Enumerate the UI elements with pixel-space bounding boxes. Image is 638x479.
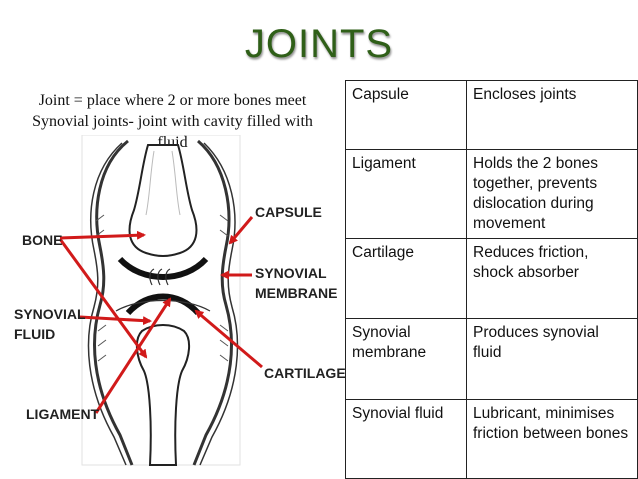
joint-parts-table: Capsule Encloses joints Ligament Holds t… xyxy=(345,80,638,479)
table-description: Lubricant, minimises friction between bo… xyxy=(466,399,638,479)
label-synovial-membrane-line1: SYNOVIAL xyxy=(255,265,327,281)
arrow-capsule xyxy=(228,216,254,245)
arrow-cartilage xyxy=(194,309,263,369)
page-title: JOINTS xyxy=(244,22,394,66)
table-description: Encloses joints xyxy=(466,80,638,150)
table-term: Cartilage xyxy=(345,238,467,319)
table-row: Synovial membrane Produces synovial flui… xyxy=(345,318,638,400)
table-term: Synovial fluid xyxy=(345,399,467,479)
table-term: Synovial membrane xyxy=(345,318,467,400)
label-synovial-fluid-line2: FLUID xyxy=(14,326,55,342)
label-synovial-membrane-line2: MEMBRANE xyxy=(255,285,337,301)
table-description: Holds the 2 bones together, prevents dis… xyxy=(466,149,638,239)
arrow-bone-upper xyxy=(59,230,146,240)
table-row: Cartilage Reduces friction, shock absorb… xyxy=(345,238,638,319)
capsule-right xyxy=(199,142,239,466)
ligament-right xyxy=(192,139,233,466)
ligament-left xyxy=(93,139,134,466)
table-term: Ligament xyxy=(345,149,467,239)
table-row: Capsule Encloses joints xyxy=(345,80,638,150)
diagram-arrows xyxy=(58,216,263,414)
table-description: Reduces friction, shock absorber xyxy=(466,238,638,319)
label-synovial-fluid-line1: SYNOVIAL xyxy=(14,306,86,322)
arrow-synovial-fluid xyxy=(79,315,152,326)
label-capsule: CAPSULE xyxy=(255,204,322,220)
table-term: Capsule xyxy=(345,80,467,150)
lower-bone xyxy=(136,324,190,466)
upper-cartilage xyxy=(117,256,209,280)
table-row: Synovial fluid Lubricant, minimises fric… xyxy=(345,399,638,479)
arrow-ligament xyxy=(94,297,172,414)
intro-line-definition: Joint = place where 2 or more bones meet xyxy=(38,92,307,109)
table-row: Ligament Holds the 2 bones together, pre… xyxy=(345,149,638,239)
arrow-bone-lower xyxy=(58,238,148,359)
joint-diagram: CAPSULE BONE SYNOVIAL MEMBRANE SYNOVIAL … xyxy=(14,135,345,466)
capsule-hatching xyxy=(95,214,229,362)
membrane-folds xyxy=(149,268,171,286)
label-cartilage: CARTILAGE xyxy=(264,365,345,381)
table-description: Produces synovial fluid xyxy=(466,318,638,400)
upper-bone xyxy=(128,144,198,257)
upper-bone-texture xyxy=(145,150,181,216)
label-bone: BONE xyxy=(22,232,62,248)
capsule-left xyxy=(87,142,127,466)
lower-cartilage xyxy=(125,293,201,316)
label-ligament: LIGAMENT xyxy=(26,406,100,422)
